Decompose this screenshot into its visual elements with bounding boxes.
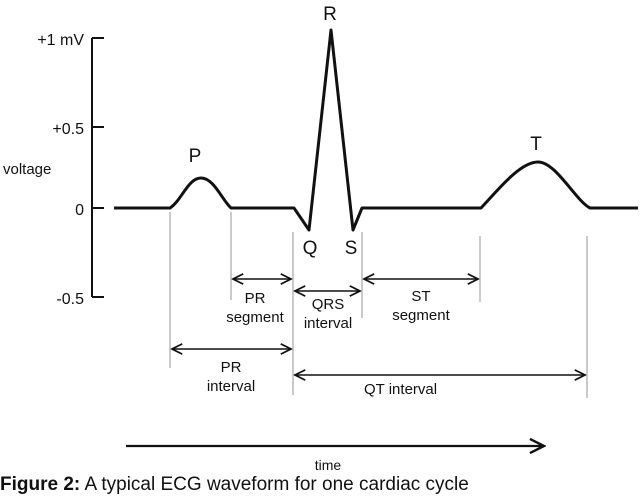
wave-label-s: S <box>345 238 358 259</box>
wave-label-p: P <box>189 146 202 167</box>
y-axis <box>91 37 104 298</box>
wave-label-r: R <box>323 4 337 25</box>
wave-label-t: T <box>530 134 542 155</box>
figure-caption: Figure 2: A typical ECG waveform for one… <box>0 474 640 496</box>
y-tick-minus-0.5: -0.5 <box>56 291 84 308</box>
qt-interval-label: QT interval <box>364 381 437 398</box>
pr-interval-label-1: PR <box>221 359 242 376</box>
qrs-interval-label-1: QRS <box>312 296 345 313</box>
y-tick-0: 0 <box>75 202 84 219</box>
st-segment-label-1: ST <box>411 288 430 305</box>
pr-segment-label-1: PR <box>245 290 266 307</box>
caption-text: A typical ECG waveform for one cardiac c… <box>80 474 469 495</box>
qrs-interval-label-2: interval <box>304 315 352 332</box>
y-tick-1mv: +1 mV <box>37 32 84 49</box>
st-segment-label-2: segment <box>392 307 450 324</box>
ecg-trace <box>114 28 638 232</box>
x-axis-label: time <box>315 457 342 473</box>
y-axis-label: voltage <box>3 161 51 178</box>
pr-segment-label-2: segment <box>226 309 284 326</box>
y-tick-0.5: +0.5 <box>52 121 84 138</box>
interval-arrows <box>172 279 585 375</box>
guide-lines <box>169 212 588 398</box>
wave-label-q: Q <box>303 238 318 259</box>
caption-prefix: Figure 2: <box>0 474 81 495</box>
pr-interval-label-2: interval <box>207 378 255 395</box>
